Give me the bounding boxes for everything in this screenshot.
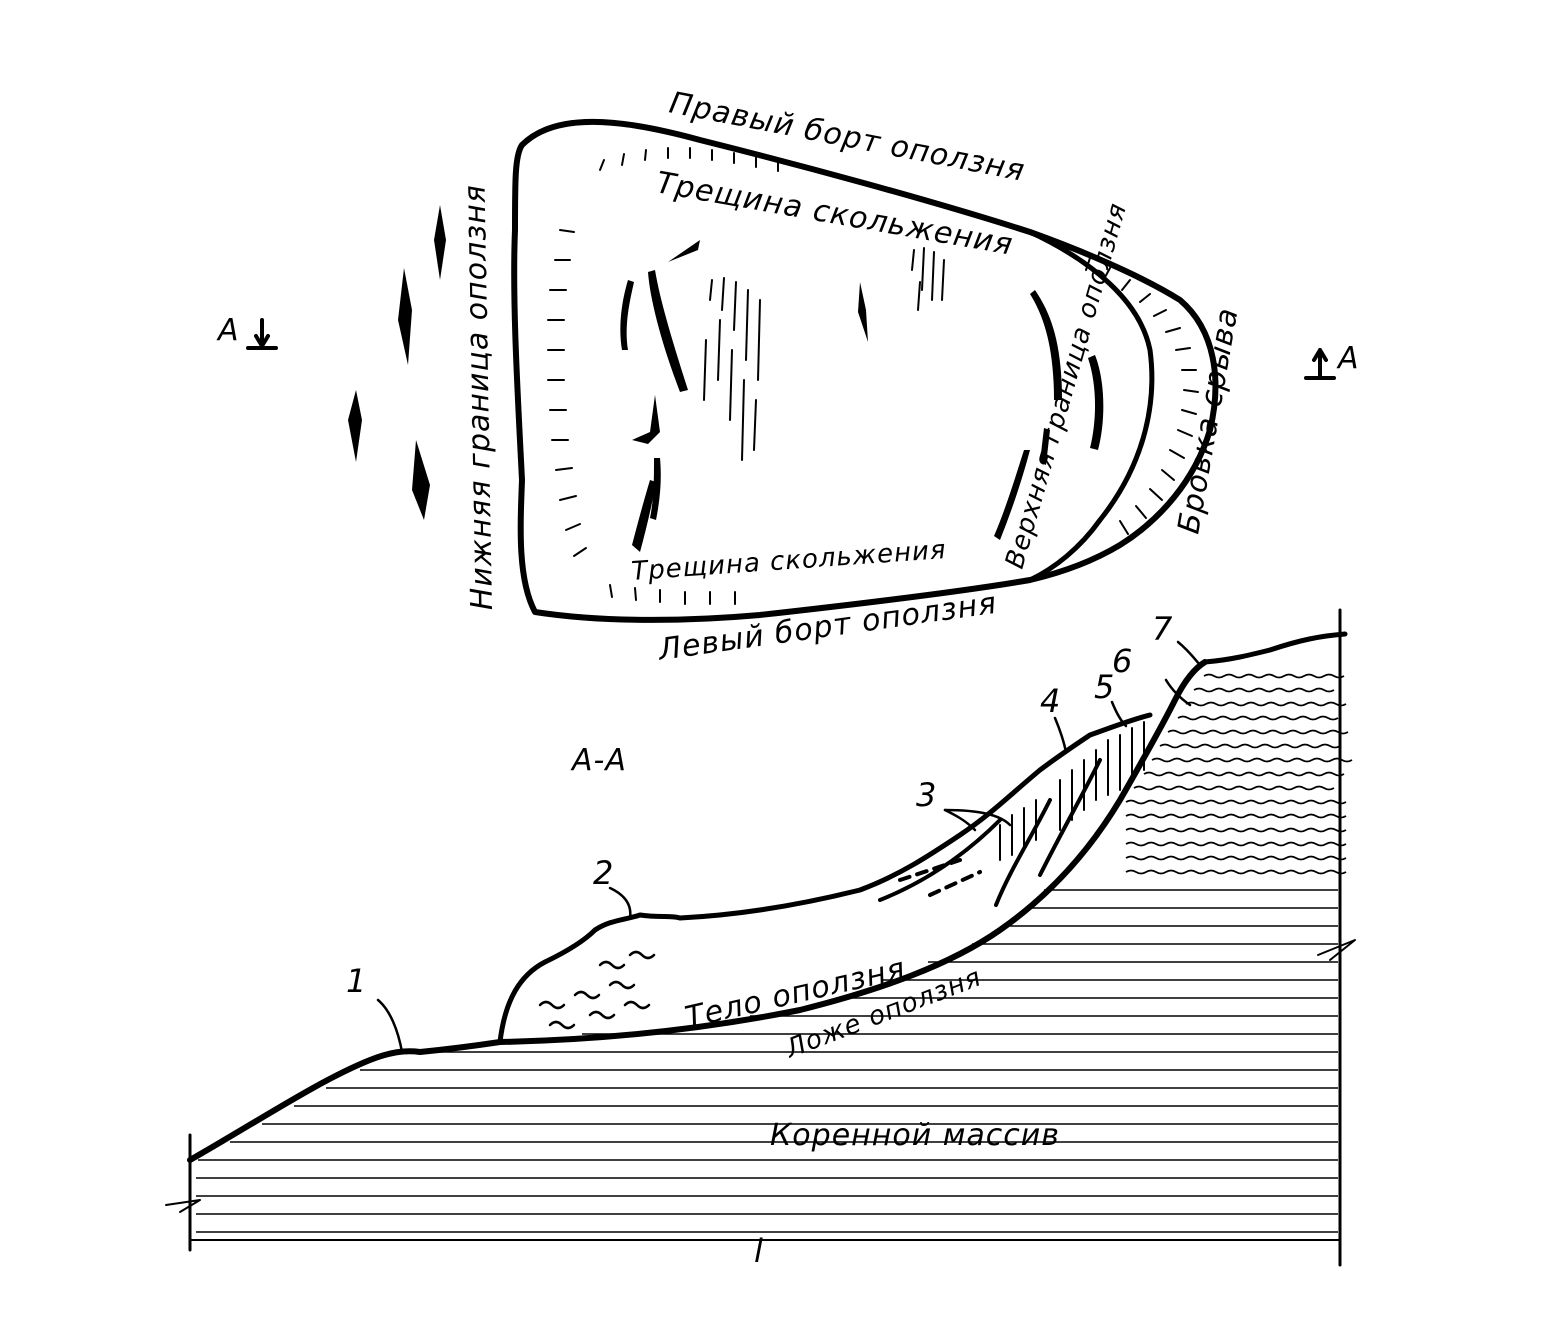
marker-6: 6: [1112, 642, 1132, 680]
plan-view: А А Правый борт оползня Трещина скольжен…: [216, 85, 1360, 668]
level-mark-right: [1317, 939, 1356, 961]
marker-4: 4: [1040, 682, 1060, 720]
marker-7: 7: [1152, 610, 1173, 648]
upper-stratum-line: [1133, 785, 1335, 791]
ground-surface: [187, 659, 1208, 1163]
upper-stratum-line: [1193, 687, 1335, 693]
upper-stratum-line: [1167, 729, 1349, 735]
cross-section: А-А: [165, 608, 1356, 1270]
bedrock-hatching: [196, 889, 1338, 1233]
upper-stratum-line: [1125, 813, 1347, 819]
upper-boundary-line: [1027, 229, 1155, 583]
landslide-body-outline: [497, 712, 1153, 1045]
upper-strata: [1125, 673, 1353, 875]
slip-crack-bottom-label: Трещина скольжения: [630, 535, 947, 587]
upper-stratum-line: [1143, 771, 1345, 777]
upper-stratum-line: [1125, 799, 1347, 805]
upper-stratum-line: [1177, 715, 1339, 721]
section-marker-left: А: [216, 313, 278, 350]
upper-stratum-line: [1125, 869, 1347, 875]
downslope-cracks: [348, 205, 446, 520]
marker-3: 3: [916, 776, 936, 814]
block-hatching: [999, 721, 1145, 861]
upper-stratum-line: [1203, 673, 1345, 679]
upper-stratum-line: [1185, 701, 1347, 707]
upper-boundary-label: Верхняя граница оползня: [1000, 199, 1133, 572]
right-side-label: Правый борт оползня: [666, 85, 1027, 188]
upper-stratum-line: [1159, 743, 1341, 749]
bedrock-label: Коренной массив: [770, 1118, 1060, 1153]
upper-stratum-line: [1125, 855, 1347, 861]
scarp-edge-label: Бровка срыва: [1171, 305, 1245, 537]
internal-cracks: [620, 240, 1104, 552]
body-waves: [538, 950, 656, 1030]
upper-stratum-line: [1151, 757, 1353, 763]
marker-1: 1: [346, 962, 366, 1000]
landslide-outline: [511, 118, 1219, 623]
slip-crack-top-hachures: [599, 147, 779, 172]
upper-stratum-line: [1125, 841, 1347, 847]
upper-terrain: [1202, 631, 1348, 665]
level-mark-left: [165, 1199, 201, 1213]
fissure-patches: [703, 247, 945, 461]
lower-boundary-hachures: [547, 229, 587, 557]
left-side-label: Левый борт оползня: [655, 586, 999, 668]
marker-left-label: А: [216, 313, 240, 348]
slip-crack-top-label: Трещина скольжения: [654, 165, 1016, 262]
number-leaders: [376, 640, 1202, 1054]
slip-crack-bottom-hachures: [609, 584, 736, 605]
upper-stratum-line: [1125, 827, 1347, 833]
section-marker-right: А: [1304, 341, 1360, 380]
bottom-mark: l: [754, 1232, 763, 1270]
scarp-hachures: [1085, 257, 1199, 535]
slip-surfaces: [878, 758, 1102, 907]
marker-right-label: А: [1336, 341, 1360, 376]
marker-5: 5: [1094, 668, 1114, 706]
marker-2: 2: [593, 854, 613, 892]
section-title: А-А: [570, 743, 627, 778]
lower-boundary-label: Нижняя граница оползня: [458, 184, 500, 611]
